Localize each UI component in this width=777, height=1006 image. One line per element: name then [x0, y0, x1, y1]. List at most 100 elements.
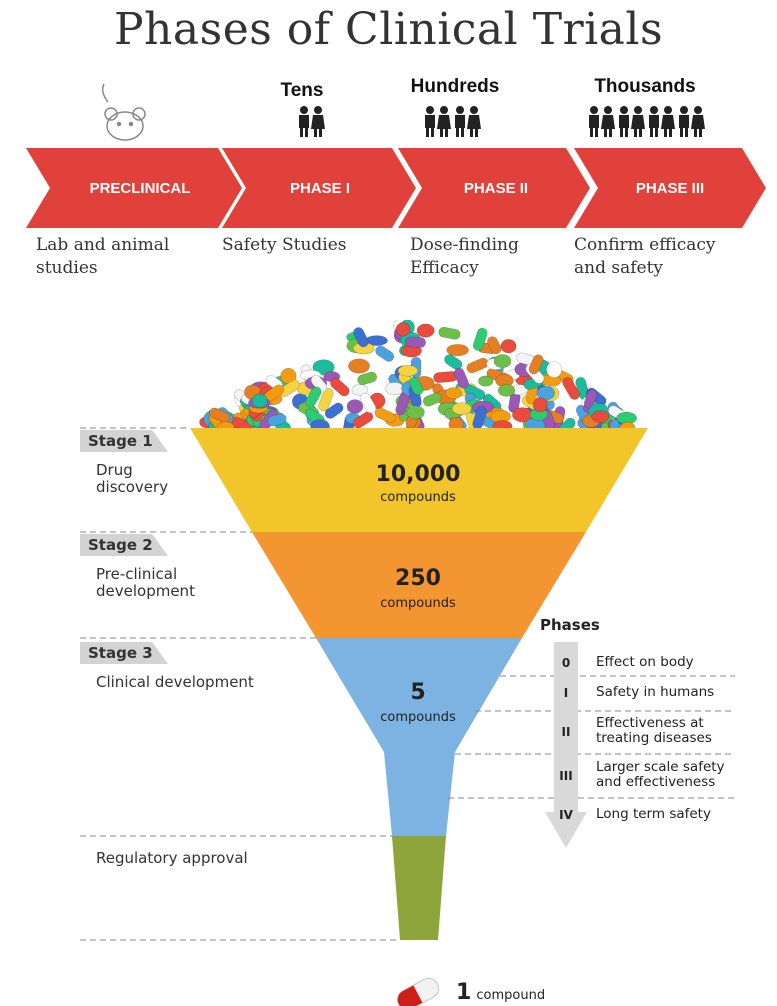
pill — [375, 345, 395, 362]
people-hundreds-icon — [425, 106, 481, 137]
phase-timeline — [26, 83, 766, 228]
pill — [385, 381, 405, 396]
phase-1-num: I — [563, 686, 569, 700]
arrow-phase-2 — [398, 148, 590, 228]
stage-3-desc-line1: Clinical development — [96, 673, 254, 691]
pill — [305, 386, 322, 408]
pill — [324, 402, 344, 419]
stage-2-count: 250 — [395, 566, 441, 591]
stage-3-tab: Stage 3 — [80, 642, 168, 664]
mouse-icon — [101, 83, 146, 141]
desc-preclinical-line2: studies — [36, 258, 98, 278]
phase-4-desc: Long term safety — [596, 807, 711, 822]
stage-2-unit: compounds — [380, 596, 456, 611]
funnel-stage-2 — [252, 532, 586, 638]
stage-1-unit: compounds — [380, 490, 456, 505]
page-title: Phases of Clinical Trials — [113, 4, 664, 55]
desc-phase-2-line2: Efficacy — [410, 258, 479, 278]
phase-3-desc-line2: and effectiveness — [596, 774, 716, 790]
pill — [405, 336, 426, 348]
pill — [351, 384, 368, 396]
pill — [546, 361, 563, 378]
desc-phase-2-line1: Dose-finding — [410, 235, 519, 255]
phase-3-desc-line1: Larger scale safety — [596, 759, 725, 775]
phase-1-desc: Safety in humans — [596, 685, 714, 700]
phase-0-num: 0 — [561, 656, 571, 670]
pill — [251, 393, 268, 408]
stage-2-desc-line2: development — [96, 582, 195, 600]
pill — [406, 405, 425, 420]
stage-1-count: 10,000 — [375, 462, 461, 487]
pill — [357, 371, 378, 386]
arrow-label-phase-2: PHASE II — [463, 180, 529, 197]
phase-4-desc-line1: Long term safety — [596, 806, 711, 822]
pill — [493, 354, 512, 368]
arrow-label-phase-1: PHASE I — [289, 180, 350, 197]
arrow-phase-1 — [222, 148, 416, 228]
final-compound-count: 1 — [456, 980, 472, 1005]
pill — [359, 392, 377, 414]
pill — [445, 387, 463, 399]
phase-0-desc: Effect on body — [596, 655, 694, 670]
pill — [497, 384, 516, 397]
pill — [451, 402, 472, 415]
pill — [500, 339, 517, 354]
pill — [591, 410, 610, 423]
stage-2-desc-line1: Pre-clinical — [96, 565, 178, 583]
pill — [310, 374, 328, 393]
pill — [583, 389, 598, 409]
people-tens-icon — [299, 106, 325, 137]
desc-phase-2: Dose-finding Efficacy — [410, 234, 519, 280]
arrow-phase-3 — [574, 148, 766, 228]
arrow-label-preclinical: PRECLINICAL — [89, 180, 191, 197]
stage-3-count: 5 — [410, 680, 426, 705]
pill — [397, 364, 419, 377]
phase-1-desc-line1: Safety in humans — [596, 684, 715, 700]
desc-phase-3-line1: Confirm efficacy — [574, 235, 716, 255]
people-thousands-icon — [589, 106, 705, 137]
stage-1-desc: Drug discovery — [96, 462, 168, 496]
pill — [330, 377, 350, 397]
stage-2-desc: Pre-clinical development — [96, 566, 195, 600]
pill — [536, 385, 555, 401]
arrow-preclinical — [26, 148, 242, 228]
capsule-icon — [397, 977, 439, 1006]
final-compound: 1 compound — [456, 980, 545, 1005]
population-thousands: Thousands — [594, 76, 696, 97]
funnel-stage-1 — [190, 428, 648, 532]
pill — [446, 344, 469, 357]
stage-1-desc-line2: discovery — [96, 478, 169, 496]
pill — [487, 336, 502, 355]
stage-1-desc-line1: Drug — [96, 461, 133, 479]
regulatory-approval-label: Regulatory approval — [96, 849, 248, 867]
desc-phase-1-line1: Safety Studies — [222, 235, 347, 255]
pill — [416, 323, 435, 338]
population-hundreds: Hundreds — [410, 76, 500, 97]
phase-0-desc-line1: Effect on body — [596, 654, 694, 670]
stage-3-unit: compounds — [380, 710, 456, 725]
pill — [433, 371, 458, 383]
funnel-diagram — [80, 320, 735, 1006]
phase-2-desc-line1: Effectiveness at — [596, 715, 704, 731]
stage-1-tab: Stage 1 — [80, 430, 168, 452]
phase-3-desc: Larger scale safety and effectiveness — [596, 760, 725, 790]
stage-2-tab: Stage 2 — [80, 534, 168, 556]
desc-phase-3: Confirm efficacy and safety — [574, 234, 716, 280]
pill — [444, 354, 463, 370]
pill — [374, 407, 396, 423]
pill — [408, 377, 424, 396]
phase-2-desc-line2: treating diseases — [596, 730, 712, 746]
final-compound-unit: compound — [476, 988, 546, 1003]
pill — [562, 377, 580, 400]
phase-4-num: IV — [559, 808, 573, 822]
desc-preclinical: Lab and animal studies — [36, 234, 169, 280]
pills-pile-image — [199, 320, 637, 438]
pill — [453, 367, 469, 389]
population-tens: Tens — [280, 80, 324, 101]
pill — [267, 413, 287, 427]
phase-3-num: III — [559, 769, 573, 783]
desc-preclinical-line1: Lab and animal — [36, 235, 170, 255]
pill — [318, 388, 334, 412]
phases-title: Phases — [540, 616, 600, 634]
funnel-regulatory — [392, 836, 446, 940]
